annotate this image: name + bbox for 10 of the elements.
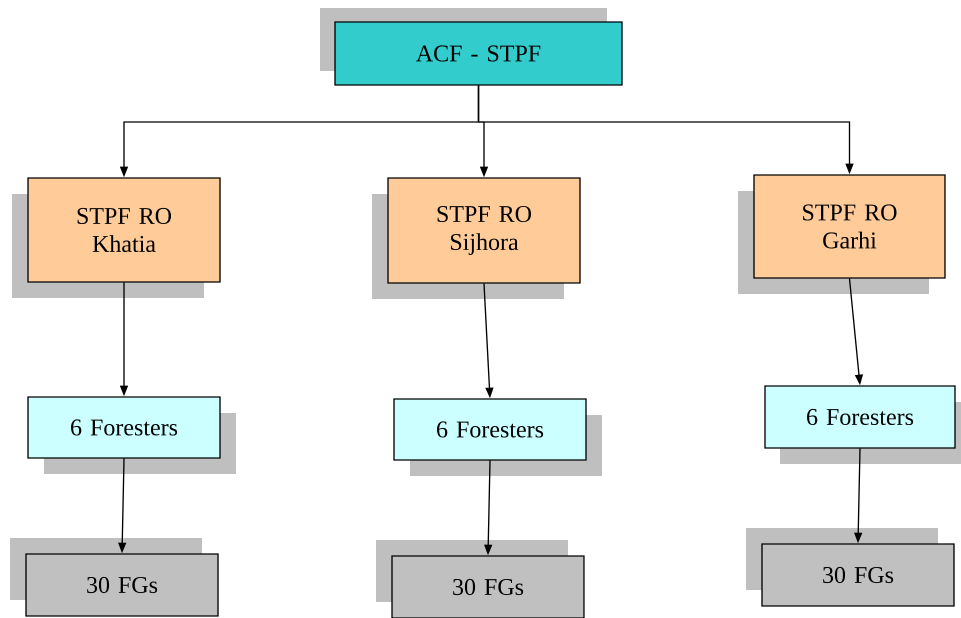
org-box: ACF - STPF — [334, 21, 623, 86]
org-box: 30 FGs — [391, 555, 585, 618]
org-box: 30 FGs — [25, 553, 219, 617]
org-box: STPF RO Khatia — [27, 177, 221, 283]
org-box: 6 Foresters — [764, 385, 956, 449]
org-box: 6 Foresters — [393, 398, 587, 461]
org-box: 6 Foresters — [27, 396, 221, 459]
org-box: STPF RO Sijhora — [387, 177, 581, 284]
org-box: STPF RO Garhi — [753, 174, 946, 279]
org-box: 30 FGs — [761, 543, 955, 607]
